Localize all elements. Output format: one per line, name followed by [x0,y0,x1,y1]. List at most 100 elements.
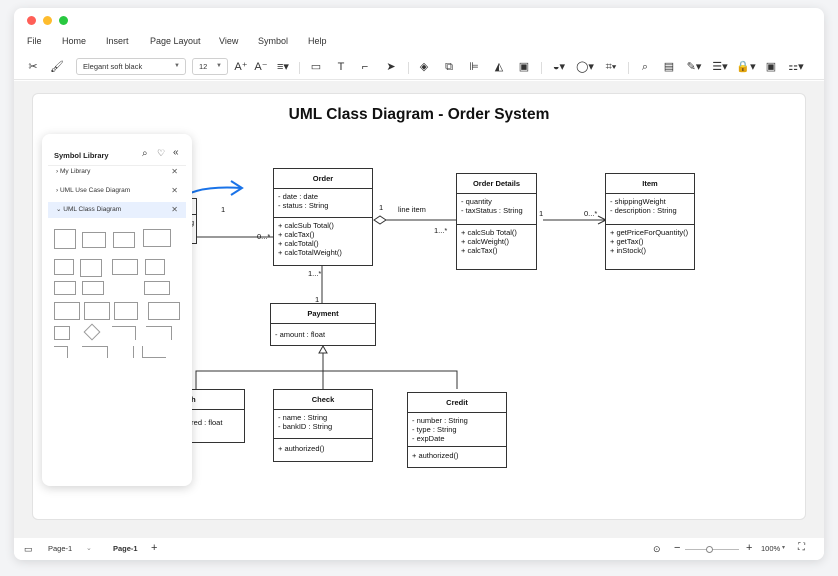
symbol-thumbnail[interactable] [54,281,76,295]
symbol-thumbnail[interactable] [82,281,104,295]
aggregation-diamond [373,215,387,225]
close-icon[interactable]: ✕ [171,186,178,195]
page-tab[interactable]: Page-1 [113,544,138,553]
symbol-thumbnail[interactable] [143,229,171,247]
library-item-uml-class[interactable]: ⌄ UML Class Diagram ✕ [48,202,186,218]
zoom-slider[interactable] [685,546,739,553]
class-payment[interactable]: Payment - amount : float [270,303,376,346]
group-icon[interactable]: ⧉ [445,61,453,73]
search-icon[interactable]: ⌕ [641,61,649,73]
symbol-thumbnail[interactable] [54,229,76,249]
class-order-details[interactable]: Order Details - quantity - taxStatus : S… [456,173,537,270]
method-row: + calcTotalWeight() [278,248,342,257]
class-item-attributes: - shippingWeight - description : String [606,194,694,224]
library-item-my-library[interactable]: › My Library ✕ [48,164,186,180]
rectangle-icon[interactable]: ▭ [310,61,322,73]
symbol-thumbnail[interactable] [82,232,106,248]
symbol-thumbnail[interactable] [54,326,70,340]
minimize-window-button[interactable] [43,16,52,25]
menu-home[interactable]: Home [62,36,87,46]
page-selector[interactable]: Page-1 [48,544,73,553]
line-color-icon[interactable]: ✎▾ [686,61,702,73]
zoom-level[interactable]: 100% [761,544,781,553]
close-icon[interactable]: ✕ [171,167,178,176]
class-order[interactable]: Order - date : date - status : String + … [273,168,373,266]
add-page-icon[interactable]: + [151,542,158,554]
symbol-thumbnail[interactable] [146,326,172,340]
shape-style-icon[interactable]: ◯▾ [576,61,594,73]
symbol-thumbnail[interactable] [83,323,101,341]
symbol-thumbnail[interactable] [114,302,138,320]
chevron-down-icon[interactable]: ⌄ [86,545,92,552]
symbol-thumbnail[interactable] [54,259,74,275]
layers-icon[interactable]: ◈ [419,61,429,73]
decrease-font-icon[interactable]: A⁻ [254,61,268,73]
font-size-value: 12 [199,62,208,71]
fullscreen-icon[interactable]: ⛶ [798,542,805,553]
page-view-icon[interactable]: ▭ [24,544,33,554]
zoom-in-button[interactable]: + [746,542,753,554]
class-order-attributes: - date : date - status : String [274,189,372,217]
method-row: + calcSub Total() [278,221,334,230]
symbol-thumbnail[interactable] [84,302,110,320]
menu-view[interactable]: View [219,36,239,46]
maximize-window-button[interactable] [59,16,68,25]
symbol-thumbnail[interactable] [112,259,138,275]
symbol-thumbnail[interactable] [114,281,136,295]
crop-icon[interactable]: ⌗▾ [605,61,617,73]
frame-icon[interactable]: ▣ [518,61,530,73]
heart-icon[interactable]: ♡ [157,148,166,158]
more-tools-icon[interactable]: ⚏▾ [788,61,804,73]
symbol-thumbnail[interactable] [114,346,134,358]
menu-page-layout[interactable]: Page Layout [150,36,201,46]
zoom-out-button[interactable]: − [674,542,681,554]
pointer-icon[interactable]: ➤ [386,61,396,73]
menu-file[interactable]: File [27,36,42,46]
diagram-title[interactable]: UML Class Diagram - Order System [288,106,550,123]
find-replace-icon[interactable]: ▤ [663,61,675,73]
align-text-icon[interactable]: ≡▾ [277,61,289,73]
align-left-icon[interactable]: ⊫ [469,61,479,73]
chevron-down-icon[interactable]: ▾ [782,545,786,551]
collapse-panel-icon[interactable]: « [173,147,179,158]
class-payment-attributes: - amount : float [271,324,375,341]
line-style-icon[interactable]: ☰▾ [712,61,728,73]
symbol-thumbnail[interactable] [148,302,180,320]
symbol-thumbnail[interactable] [54,346,68,358]
text-icon[interactable]: T [337,61,345,73]
class-check[interactable]: Check - name : String - bankID : String … [273,389,373,462]
menu-help[interactable]: Help [308,36,327,46]
symbol-thumbnail[interactable] [142,346,166,358]
connector-icon[interactable]: ⌐ [361,61,369,73]
increase-font-icon[interactable]: A⁺ [234,61,248,73]
symbol-thumbnail[interactable] [113,232,135,248]
insert-image-icon[interactable]: ▣ [765,61,777,73]
class-item-methods: + getPriceForQuantity() + getTax() + inS… [606,224,694,257]
font-size-select[interactable]: 12 ▼ [192,58,228,75]
lock-icon[interactable]: 🔒▾ [736,61,756,73]
menu-insert[interactable]: Insert [106,36,129,46]
close-icon[interactable]: ✕ [171,205,178,214]
symbol-thumbnail[interactable] [82,346,108,358]
method-row: + calcTotal() [278,239,319,248]
search-icon[interactable]: ⌕ [142,148,148,159]
play-icon[interactable]: ⊙ [653,544,661,554]
zoom-slider-thumb[interactable] [706,546,713,553]
flip-icon[interactable]: ◭ [494,61,504,73]
symbol-thumbnail[interactable] [145,259,165,275]
library-item-label: UML Use Case Diagram [59,187,131,194]
font-family-select[interactable]: Elegant soft black ▼ [76,58,186,75]
class-credit[interactable]: Credit - number : String - type : String… [407,392,507,468]
class-cash[interactable]: sh ered : float [183,389,245,443]
symbol-thumbnail[interactable] [80,259,102,277]
format-painter-icon[interactable]: 🖌 [50,61,64,73]
class-item[interactable]: Item - shippingWeight - description : St… [605,173,695,270]
menu-symbol[interactable]: Symbol [258,36,289,46]
scissors-icon[interactable]: ✂ [28,61,38,73]
close-window-button[interactable] [27,16,36,25]
fill-color-icon[interactable]: ◒▾ [552,61,566,73]
library-item-uml-use-case[interactable]: › UML Use Case Diagram ✕ [48,183,186,199]
symbol-thumbnail[interactable] [54,302,80,320]
symbol-thumbnail[interactable] [144,281,170,295]
symbol-thumbnail[interactable] [112,326,136,340]
